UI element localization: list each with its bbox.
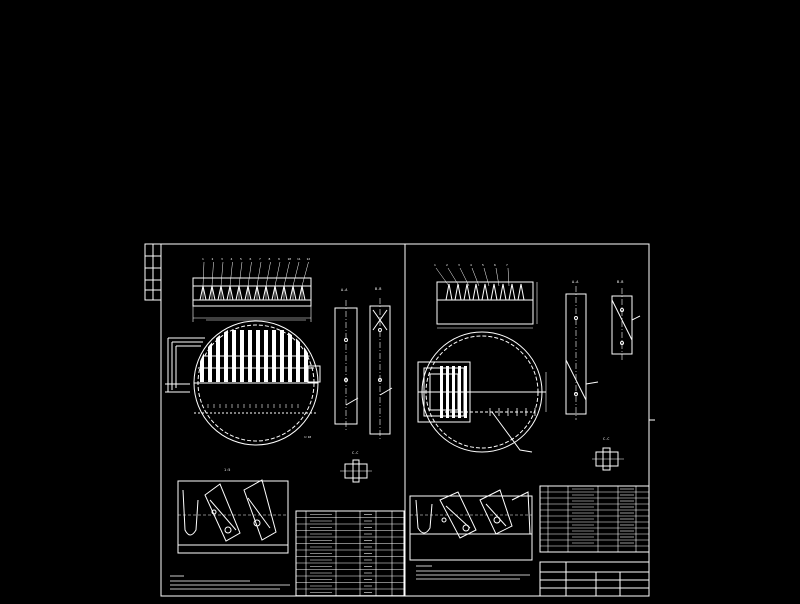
callout-tag: 9 <box>278 257 280 261</box>
callout-leader <box>229 261 233 287</box>
left-bottom-detail: 1:5 <box>177 468 289 554</box>
callout-tag: 3 <box>458 263 460 267</box>
callout-tag: 5 <box>482 263 484 267</box>
elevation-spike <box>517 283 525 301</box>
callout-leader <box>247 261 252 287</box>
left-section-label-c: C-C <box>352 451 358 455</box>
elevation-spike <box>472 283 480 301</box>
callout-tag: 7 <box>506 263 508 267</box>
callout-leader <box>435 267 450 287</box>
elevation-spike <box>454 283 462 301</box>
callout-leader <box>447 267 460 287</box>
callout-leader <box>483 267 490 287</box>
left-plan-note: 1:10 <box>304 435 311 439</box>
callout-tag: 4 <box>231 257 233 261</box>
callout-leader <box>292 261 300 287</box>
callout-leader <box>238 261 243 287</box>
callout-tag: 5 <box>240 257 242 261</box>
right-notes <box>416 565 530 580</box>
callout-leader <box>202 261 205 287</box>
callout-leader <box>301 261 309 287</box>
elevation-spike <box>499 283 507 301</box>
right-bottom-detail <box>409 489 533 561</box>
callout-leader <box>256 261 262 287</box>
left-section-label-b: B-B <box>375 287 381 291</box>
right-parts-table <box>539 485 650 553</box>
callout-tag: 6 <box>494 263 496 267</box>
right-section-label-b: B-B <box>617 280 623 284</box>
callout-leader <box>211 261 214 287</box>
elevation-spike <box>445 283 453 301</box>
right-section-views: A-A B-B C-C <box>565 280 641 471</box>
callout-leader <box>283 261 290 287</box>
right-section-label-a: A-A <box>572 280 579 284</box>
left-detail-label: 1:5 <box>224 468 230 472</box>
right-section-label-c: C-C <box>603 437 609 441</box>
callout-tag: 10 <box>288 257 292 261</box>
callout-tag: 1 <box>434 263 436 267</box>
left-notes <box>170 575 290 590</box>
callout-leader <box>471 267 480 287</box>
callout-tag: 1 <box>202 257 204 261</box>
left-section-views: A-A B-B C-C <box>334 287 393 483</box>
left-parts-table <box>295 510 405 597</box>
title-block <box>539 561 650 597</box>
callout-leader <box>220 261 224 287</box>
callout-leader <box>459 267 470 287</box>
callout-tag: 6 <box>250 257 252 261</box>
callout-leader <box>265 261 271 287</box>
callout-tag: 2 <box>446 263 448 267</box>
callout-tag: 7 <box>259 257 261 261</box>
callout-tag: 3 <box>221 257 223 261</box>
callout-tag: 12 <box>307 257 311 261</box>
elevation-spike <box>481 283 489 301</box>
left-plan-view: 1:10 <box>165 319 321 446</box>
elevation-spike <box>490 283 498 301</box>
callout-tag: 8 <box>269 257 271 261</box>
callout-tag: 2 <box>212 257 214 261</box>
elevation-spike <box>508 283 516 301</box>
right-sheet: 1 2 3 4 5 6 7 A-A B-B <box>409 263 650 597</box>
sheet-frame <box>144 243 655 597</box>
right-plan-view <box>417 331 547 453</box>
callout-tag: 4 <box>470 263 472 267</box>
callout-tag: 11 <box>297 257 301 261</box>
right-elevation-view: 1 2 3 4 5 6 7 <box>434 263 538 329</box>
elevation-spike <box>463 283 471 301</box>
left-section-label-a: A-A <box>341 288 348 292</box>
callout-leader <box>274 261 281 287</box>
callout-leader <box>495 267 500 287</box>
callout-leader <box>507 267 510 287</box>
